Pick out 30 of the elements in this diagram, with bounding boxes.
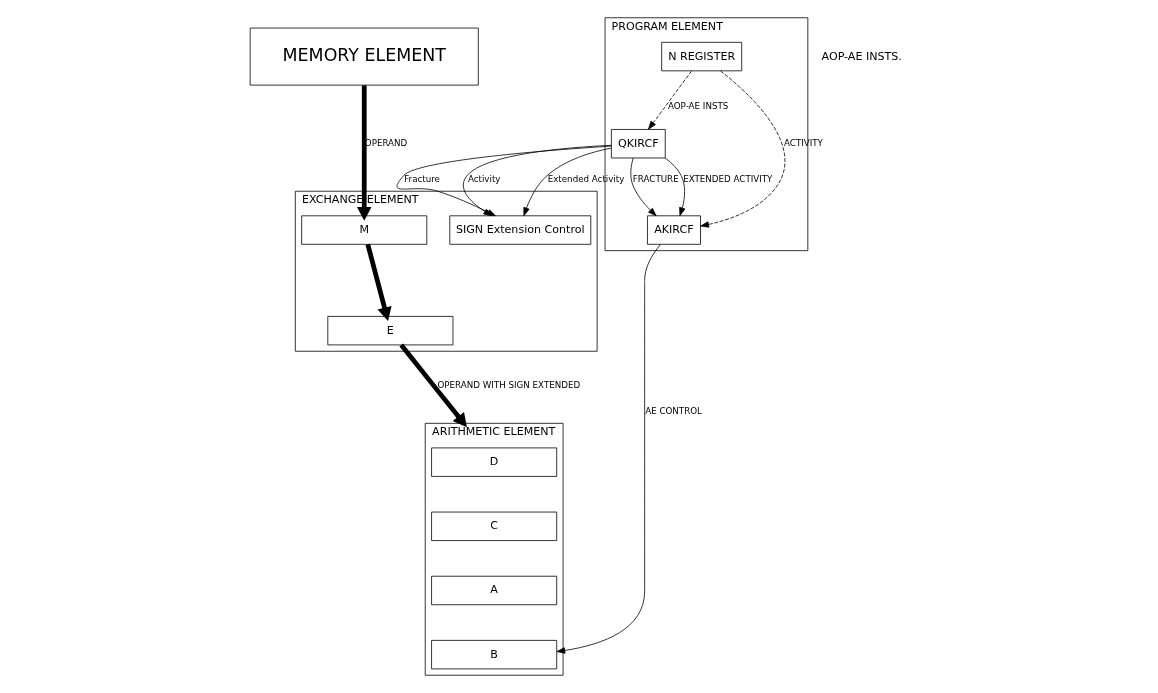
node-box: SIGN Extension Control — [448, 215, 591, 245]
edge-label: Fracture — [403, 174, 440, 185]
arrow — [647, 70, 692, 130]
edge-label: AE CONTROL — [644, 406, 702, 417]
edge-label: EXTENDED ACTIVITY — [682, 174, 772, 185]
edge-label: OPERAND WITH SIGN EXTENDED — [436, 379, 580, 390]
node-box: A — [430, 575, 557, 606]
arrow — [664, 157, 685, 217]
edge-label: Activity — [467, 174, 501, 185]
label: AOP-AE INSTS. — [821, 49, 902, 63]
node-box: E — [326, 316, 453, 346]
edge-label: AOP-AE INSTS — [667, 101, 728, 112]
node-box: B — [430, 640, 557, 670]
arrow — [398, 343, 467, 428]
arrow — [522, 147, 612, 217]
node-box: MEMORY ELEMENT — [249, 27, 479, 86]
node-box: D — [430, 447, 557, 477]
arrow — [556, 244, 661, 654]
node-box: AKIRCF — [646, 215, 701, 245]
edge-label: ACTIVITY — [783, 137, 823, 148]
arrow — [365, 243, 392, 322]
node-box: M — [300, 215, 427, 245]
edge-label: FRACTURE — [632, 174, 679, 185]
arrow — [629, 157, 657, 217]
arrow — [699, 70, 785, 228]
arrow — [356, 85, 371, 221]
node-box: C — [430, 511, 557, 541]
edge-label: Extended Activity — [547, 174, 624, 185]
node-box: N REGISTER — [660, 41, 742, 72]
node-box: QKIRCF — [610, 129, 666, 159]
